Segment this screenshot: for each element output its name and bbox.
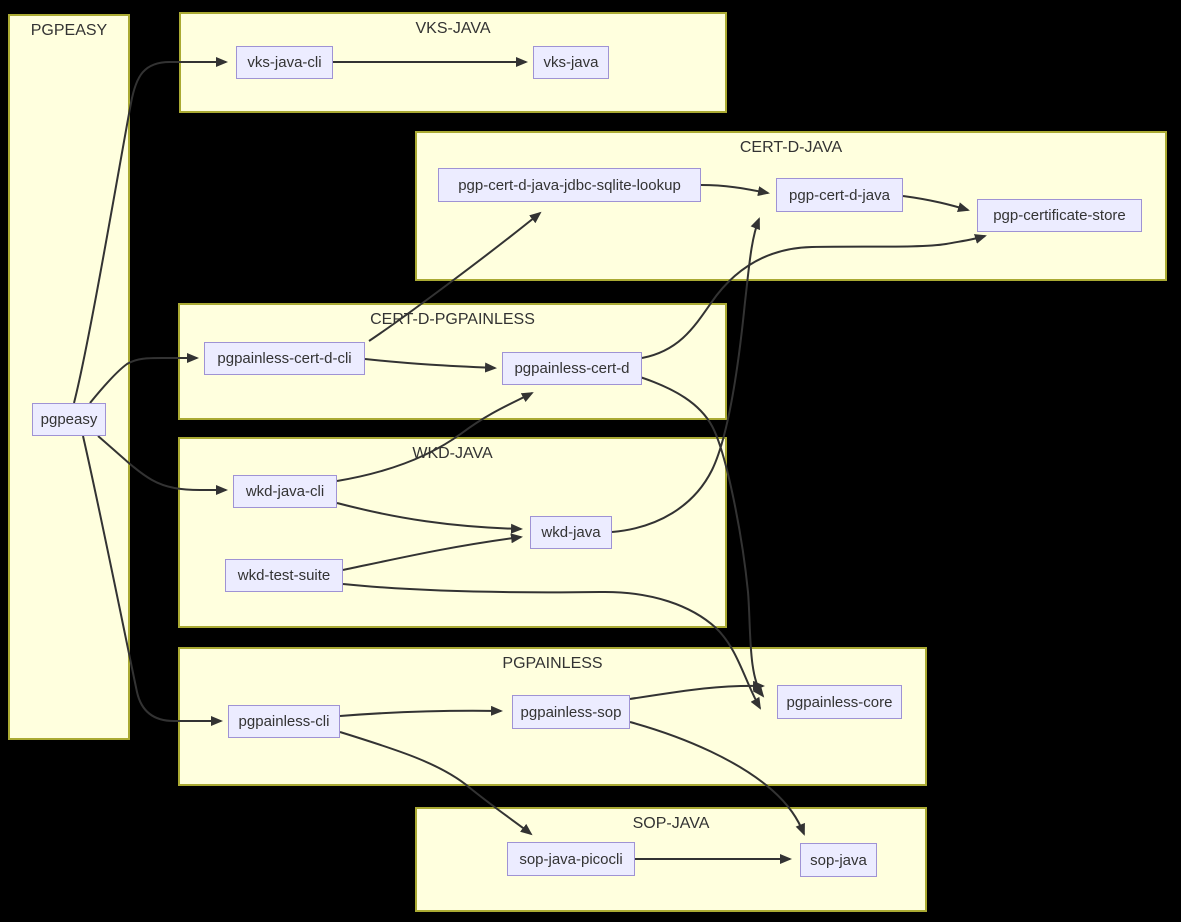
node-wkd-java: wkd-java xyxy=(530,516,612,549)
edge-pgpainless-sop--sop-java xyxy=(629,721,805,836)
edge-wkd-test-suite--wkd-java xyxy=(342,533,523,571)
edge-pgpeasy--pgpainless-cli xyxy=(82,435,223,726)
edge-wkd-java-cli--pgpainless-cert-d xyxy=(336,392,534,482)
edge-pgpainless-cert-d-cli--pgp-cert-d-java-jdbc-sqlite-lookup xyxy=(368,211,542,342)
subgraph-title: PGPAINLESS xyxy=(502,655,603,672)
subgraph-wkd-java-group: WKD-JAVA xyxy=(178,437,727,628)
edge-wkd-test-suite--pgpainless-core xyxy=(342,583,761,710)
node-pgpainless-cli: pgpainless-cli xyxy=(228,705,340,738)
edge-pgp-cert-d-java-jdbc-sqlite-lookup--pgp-cert-d-java xyxy=(700,184,770,197)
edge-wkd-java-cli--wkd-java xyxy=(336,502,523,534)
edge-pgpainless-cli--pgpainless-sop xyxy=(339,705,503,717)
edge-pgpainless-cert-d-cli--pgpainless-cert-d xyxy=(364,358,497,373)
node-pgpainless-cert-d: pgpainless-cert-d xyxy=(502,352,642,385)
subgraph-title: SOP-JAVA xyxy=(632,815,710,832)
node-vks-java: vks-java xyxy=(533,46,609,79)
edge-pgpeasy--pgpainless-cert-d-cli xyxy=(89,353,199,404)
node-sop-java-picocli: sop-java-picocli xyxy=(507,842,635,876)
edge-pgpainless-cert-d--pgp-certificate-store xyxy=(641,234,987,359)
subgraph-title: PGPEASY xyxy=(30,22,108,39)
edge-wkd-java--pgp-cert-d-java xyxy=(611,217,760,533)
node-pgpeasy: pgpeasy xyxy=(32,403,106,436)
subgraph-title: CERT-D-JAVA xyxy=(739,139,843,156)
edge-pgpeasy--wkd-java-cli xyxy=(97,435,228,495)
node-vks-java-cli: vks-java-cli xyxy=(236,46,333,79)
subgraph-pgpeasy-group: PGPEASY xyxy=(8,14,130,740)
node-pgp-certificate-store: pgp-certificate-store xyxy=(977,199,1142,232)
node-pgpainless-cert-d-cli: pgpainless-cert-d-cli xyxy=(204,342,365,375)
subgraph-title: VKS-JAVA xyxy=(415,20,491,37)
node-pgpainless-sop: pgpainless-sop xyxy=(512,695,630,729)
node-sop-java: sop-java xyxy=(800,843,877,877)
subgraph-title: CERT-D-PGPAINLESS xyxy=(370,311,535,328)
edge-pgpainless-cli--sop-java-picocli xyxy=(339,731,533,836)
edge-pgpeasy--vks-java-cli xyxy=(73,57,228,404)
edge-pgp-cert-d-java--pgp-certificate-store xyxy=(902,195,970,212)
node-wkd-java-cli: wkd-java-cli xyxy=(233,475,337,508)
subgraph-title: WKD-JAVA xyxy=(412,445,493,462)
node-pgp-cert-d-java: pgp-cert-d-java xyxy=(776,178,903,212)
node-pgpainless-core: pgpainless-core xyxy=(777,685,902,719)
edge-pgpainless-sop--pgpainless-core xyxy=(629,680,765,700)
node-wkd-test-suite: wkd-test-suite xyxy=(225,559,343,592)
node-pgp-cert-d-java-jdbc-sqlite-lookup: pgp-cert-d-java-jdbc-sqlite-lookup xyxy=(438,168,701,202)
edge-pgpainless-cert-d--pgpainless-core xyxy=(639,376,765,698)
